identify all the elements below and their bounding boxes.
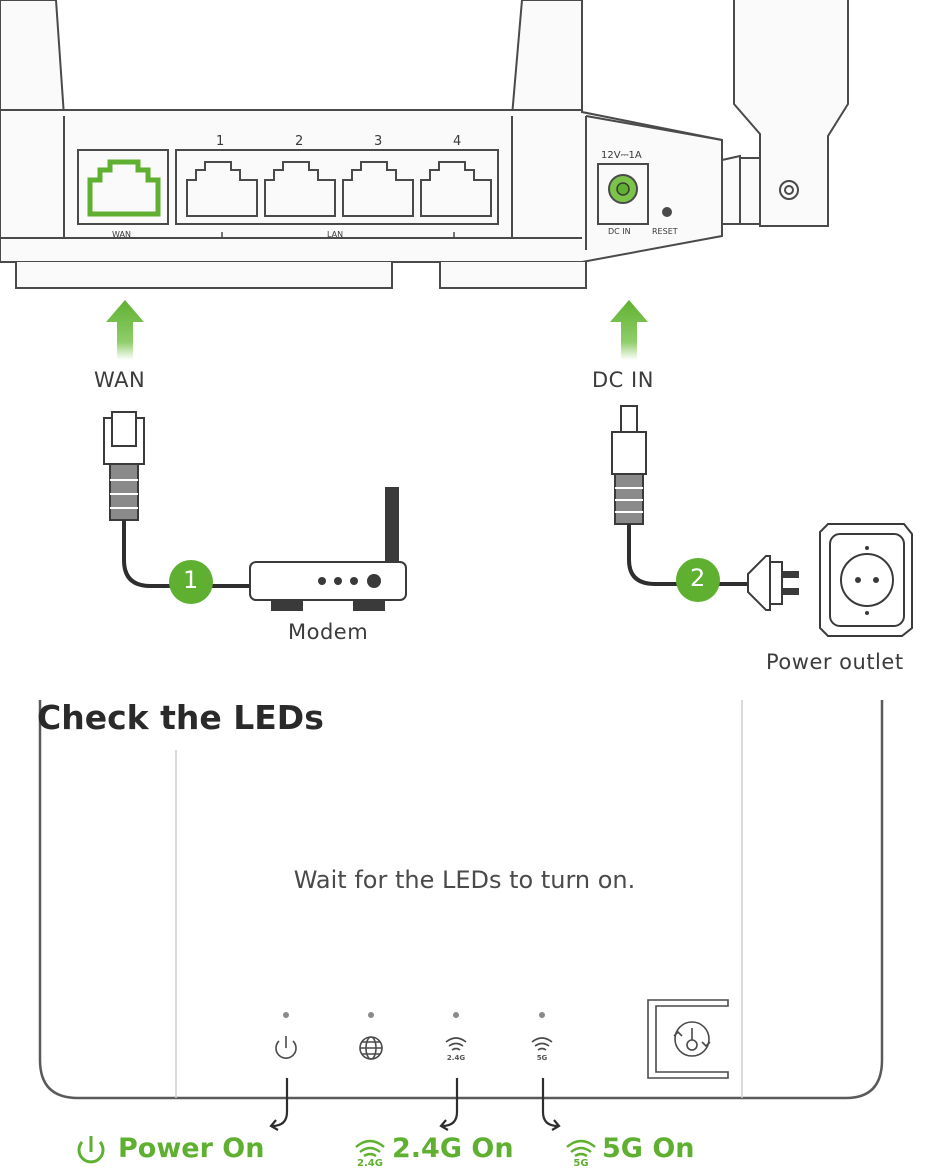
instruction-text: Wait for the LEDs to turn on.: [293, 866, 636, 894]
step-1-number: 1: [183, 566, 199, 594]
lan-number-3: 3: [374, 134, 383, 149]
status-24g-tag: 2.4G: [357, 1158, 383, 1168]
modem-label: Modem: [288, 620, 369, 644]
led-dots: [283, 1012, 545, 1018]
lan-number-4: 4: [453, 134, 462, 149]
lan-number-1: 1: [216, 134, 225, 149]
lan-ports-frame: [175, 149, 499, 225]
modem-icon: [249, 487, 407, 611]
power-icon: [275, 1036, 297, 1059]
arrow-up-icon: [106, 300, 144, 360]
status-power-icon: [77, 1136, 105, 1164]
antenna-left: [0, 0, 66, 117]
arrow-up-icon: [610, 300, 648, 360]
lan-number-2: 2: [295, 134, 304, 149]
wan-port-label: WAN: [112, 230, 131, 239]
status-wifi-2g-icon: [355, 1139, 385, 1158]
status-wifi-5g-icon: [566, 1139, 596, 1158]
status-5g-tag: 5G: [573, 1158, 588, 1168]
plug-icon: [747, 555, 799, 611]
step-2-number: 2: [690, 564, 706, 592]
step-1-badge: [169, 560, 213, 604]
router-back-panel: [0, 0, 849, 289]
wifi-2g-tag: 2.4G: [447, 1054, 465, 1062]
dc-in-port-label: DC IN: [608, 227, 631, 236]
status-pointers: [269, 1078, 561, 1131]
wps-icon: [647, 999, 729, 1079]
status-5g-on: 5G On: [602, 1133, 695, 1164]
reset-label: RESET: [652, 227, 678, 236]
ethernet-connector-icon: [103, 411, 145, 521]
power-rating-label: 12V⎓1A: [601, 150, 642, 161]
wifi-2g-icon: [445, 1037, 467, 1051]
outlet-label: Power outlet: [766, 650, 904, 674]
status-24g-on: 2.4G On: [392, 1133, 514, 1164]
wifi-5g-icon: [531, 1037, 553, 1051]
lan-ports: [186, 161, 492, 217]
wifi-5g-tag: 5G: [537, 1054, 548, 1062]
wan-label: WAN: [94, 368, 146, 392]
globe-icon: [359, 1036, 383, 1060]
step-2-badge: [676, 558, 720, 602]
dc-in-label: DC IN: [592, 368, 654, 392]
wan-port-icon: [87, 159, 161, 217]
outlet-icon: [819, 523, 913, 637]
dc-connector-icon: [611, 405, 647, 525]
wan-port-frame: [77, 149, 169, 225]
section-heading: Check the LEDs: [37, 698, 324, 737]
antenna-middle: [510, 0, 583, 117]
reset-button: [662, 207, 672, 217]
lan-group-label: LAN: [327, 230, 344, 239]
status-power-on: Power On: [118, 1133, 265, 1164]
dc-in-frame: [597, 163, 649, 225]
router-front-panel: [38, 700, 884, 1100]
